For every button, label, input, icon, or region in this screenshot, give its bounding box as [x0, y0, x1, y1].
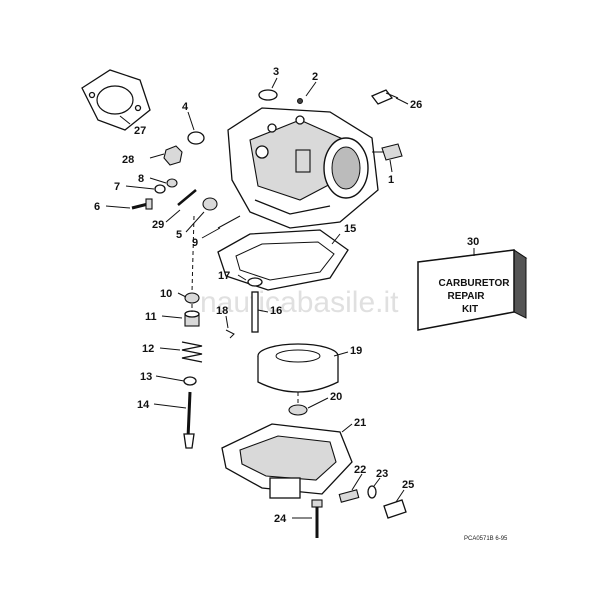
label-13: 13: [140, 371, 152, 383]
label-25: 25: [402, 479, 414, 491]
cap-part: [258, 89, 278, 101]
screw-part-22: [338, 489, 360, 503]
leader-lines: [105, 77, 475, 519]
label-22: 22: [354, 464, 366, 476]
label-15: 15: [344, 223, 356, 235]
label-1: 1: [388, 174, 394, 186]
label-12: 12: [142, 343, 154, 355]
carburetor-body-part: [227, 107, 379, 229]
bowl-gasket-part: [217, 229, 349, 291]
label-27: 27: [134, 125, 146, 137]
label-26: 26: [410, 99, 422, 111]
clip-part-18: [225, 329, 235, 339]
washer-part-7: [154, 184, 166, 194]
kit-line-2: REPAIR: [447, 291, 485, 302]
label-18: 18: [216, 305, 228, 317]
float-bowl-part: [221, 423, 353, 499]
label-19: 19: [350, 345, 362, 357]
seat-part-10: [184, 292, 200, 304]
label-8: 8: [138, 173, 144, 185]
screw-part-24: [311, 499, 323, 538]
washer-part-20: [288, 404, 308, 416]
label-4: 4: [182, 101, 189, 113]
gasket-flange-part: [81, 69, 151, 131]
washer-part-13: [183, 376, 197, 386]
screw-part-29: [177, 189, 197, 206]
repair-kit-box: CARBURETOR REPAIR KIT: [416, 249, 528, 331]
kit-line-1: CARBURETOR: [439, 278, 511, 289]
screw-part-25: [383, 499, 407, 519]
label-14: 14: [137, 399, 150, 411]
label-16: 16: [270, 305, 282, 317]
label-23: 23: [376, 468, 388, 480]
screw-part-1: [372, 143, 403, 161]
label-5: 5: [176, 229, 182, 241]
alignment-line-1: [191, 215, 195, 293]
screw-part-14: [183, 391, 195, 449]
float-part: [257, 343, 339, 393]
label-7: 7: [114, 181, 120, 193]
label-29: 29: [152, 219, 164, 231]
label-30: 30: [467, 236, 479, 248]
plug-part: [187, 131, 205, 145]
label-20: 20: [330, 391, 342, 403]
label-17: 17: [218, 270, 230, 282]
spring-part-12: [181, 341, 203, 363]
nut-part: [163, 145, 183, 166]
kit-line-3: KIT: [462, 304, 478, 315]
label-10: 10: [160, 288, 172, 300]
label-3: 3: [273, 66, 279, 78]
label-11: 11: [145, 311, 157, 323]
figure-code: PCA0571B 6-95: [464, 536, 508, 542]
ball-part: [297, 98, 303, 104]
pin-part-9: [217, 215, 241, 229]
label-28: 28: [122, 154, 134, 166]
label-2: 2: [312, 71, 318, 83]
float-pin-part: [247, 277, 263, 333]
label-9: 9: [192, 237, 198, 249]
label-21: 21: [354, 417, 366, 429]
seal-part-5: [202, 197, 218, 211]
screw-part-6: [131, 198, 153, 210]
washer-part-23: [367, 485, 377, 499]
fitting-part: [370, 89, 399, 105]
part-labels: 1 2 3 4 5 6 7 8 9 10 11 12 13 14 15 16 1…: [94, 66, 479, 525]
label-24: 24: [274, 513, 287, 525]
watermark: nauticabasile.it: [200, 286, 399, 319]
spring-part-8: [166, 178, 178, 188]
label-6: 6: [94, 201, 100, 213]
needle-part-11: [184, 310, 200, 327]
